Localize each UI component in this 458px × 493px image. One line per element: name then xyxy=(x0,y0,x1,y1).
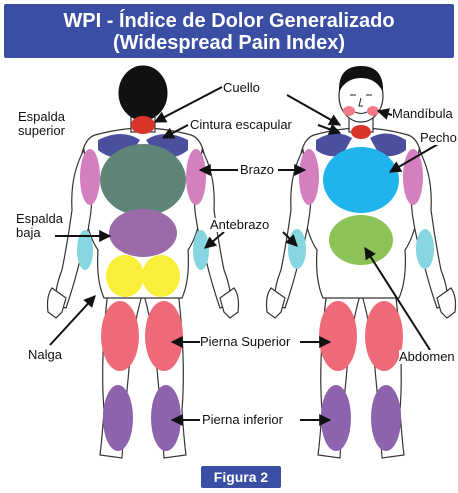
label-pierna-inferior: Pierna inferior xyxy=(202,413,283,427)
label-cintura-escapular: Cintura escapular xyxy=(190,118,292,132)
back-right-lower-leg-region xyxy=(151,385,181,451)
back-left-lower-leg-region xyxy=(103,385,133,451)
chest-region xyxy=(323,147,399,213)
front-left-lower-leg-region xyxy=(321,385,351,451)
label-pecho: Pecho xyxy=(420,131,457,145)
label-espalda-superior-line2: superior xyxy=(18,124,65,138)
back-neck-region xyxy=(131,116,155,134)
front-right-lower-leg-region xyxy=(371,385,401,451)
front-right-upper-leg-region xyxy=(365,301,403,371)
label-espalda-baja: Espalda baja xyxy=(16,212,63,240)
front-left-upper-leg-region xyxy=(319,301,357,371)
figure-label-badge: Figura 2 xyxy=(201,466,281,488)
label-espalda-baja-line1: Espalda xyxy=(16,212,63,226)
label-abdomen: Abdomen xyxy=(399,350,455,364)
back-head xyxy=(119,66,167,120)
upper-back-region xyxy=(100,144,186,216)
label-espalda-superior-line1: Espalda xyxy=(18,110,65,124)
back-left-arm-region xyxy=(80,149,100,205)
label-brazo: Brazo xyxy=(240,163,274,177)
label-pierna-superior: Pierna Superior xyxy=(200,335,290,349)
back-right-forearm-region xyxy=(193,230,209,270)
front-right-arm-region xyxy=(403,149,423,205)
left-jaw-region xyxy=(343,106,355,116)
right-jaw-region xyxy=(367,106,379,116)
front-right-forearm-region xyxy=(416,229,434,269)
label-cuello: Cuello xyxy=(223,81,260,95)
front-neck-region xyxy=(351,125,371,139)
back-right-upper-leg-region xyxy=(145,301,183,371)
back-right-arm-region xyxy=(186,149,206,205)
front-left-forearm-region xyxy=(288,229,306,269)
abdomen-region xyxy=(329,215,393,265)
right-buttock-region xyxy=(142,255,180,297)
lower-back-region xyxy=(109,209,177,257)
left-buttock-region xyxy=(106,255,144,297)
label-espalda-superior: Espalda superior xyxy=(18,110,65,138)
label-nalga: Nalga xyxy=(28,348,62,362)
front-left-arm-region xyxy=(299,149,319,205)
label-espalda-baja-line2: baja xyxy=(16,226,63,240)
label-antebrazo: Antebrazo xyxy=(210,218,269,232)
label-mandibula: Mandíbula xyxy=(392,107,453,121)
back-left-upper-leg-region xyxy=(101,301,139,371)
